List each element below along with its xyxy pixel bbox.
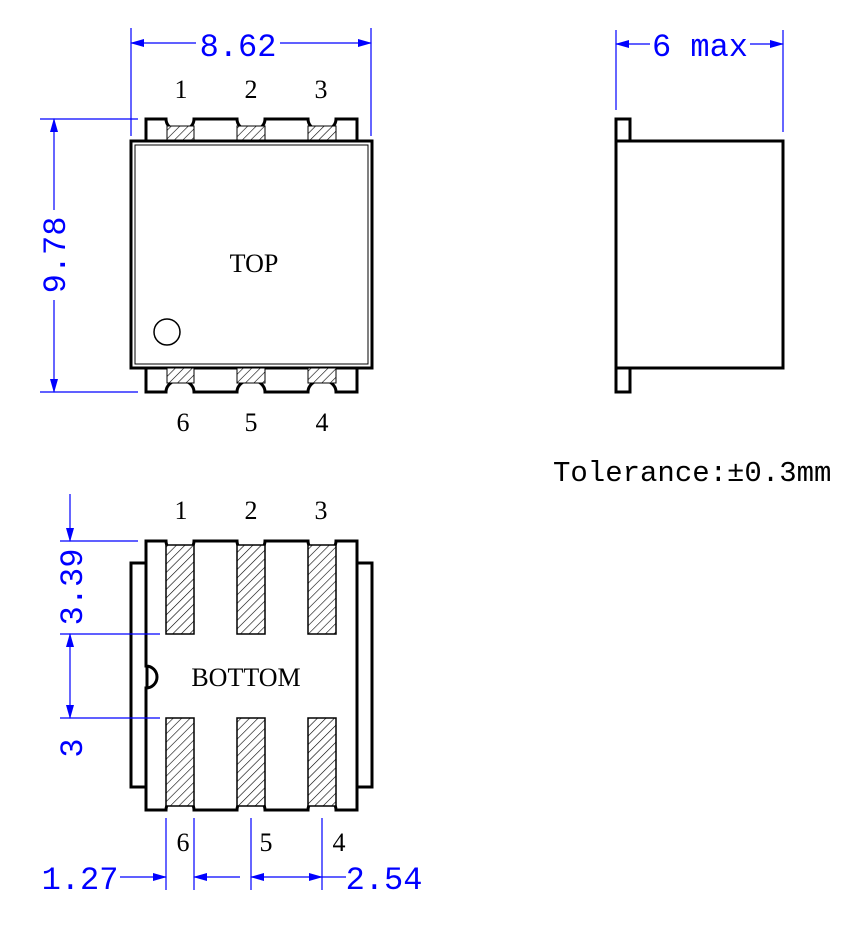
side-view-body: [614, 139, 785, 370]
bottom-lead-4: [307, 367, 337, 384]
bottom-pad-4: [307, 717, 337, 807]
top-pin-label-4: 4: [316, 408, 329, 437]
top-lead-3: [307, 125, 337, 142]
bottom-pin-label-2: 2: [245, 496, 258, 525]
bottom-lead-5: [236, 367, 266, 384]
bottom-view: BOTTOM 1 2 3 6 5 4: [129, 496, 374, 857]
dim-width-top: 8.62: [130, 28, 372, 136]
bottom-pin-label-6: 6: [177, 828, 190, 857]
bottom-pad-3: [307, 544, 337, 635]
top-pin-label-6: 6: [177, 408, 190, 437]
bottom-pin-label-1: 1: [175, 496, 188, 525]
dim-label-height: 9.78: [38, 217, 75, 294]
dim-side-width: 6 max: [615, 29, 784, 132]
dim-pitch: 2.54: [250, 818, 423, 899]
bottom-pad-2: [236, 544, 266, 635]
dim-gap: 3: [55, 633, 160, 758]
pin1-marker-dot: [153, 318, 181, 346]
tolerance-note: Tolerance:±0.3mm: [553, 457, 831, 490]
dim-pad-length: 3.39: [55, 494, 160, 635]
bottom-pad-1: [165, 544, 195, 635]
dim-label-width: 8.62: [200, 29, 277, 66]
top-lead-1: [166, 125, 195, 142]
top-pin-label-1: 1: [175, 75, 188, 104]
bottom-view-side-tab-left: [129, 561, 149, 789]
top-view-leads-bottom: [144, 367, 359, 394]
dim-label-pitch: 2.54: [346, 862, 423, 899]
bottom-lead-6: [166, 367, 195, 384]
dim-label-gap: 3: [55, 738, 92, 757]
side-view: [614, 117, 785, 394]
top-view-body: [129, 139, 374, 370]
bottom-view-label: BOTTOM: [191, 663, 300, 692]
bottom-pin-label-4: 4: [333, 828, 346, 857]
bottom-pin-label-3: 3: [315, 496, 328, 525]
dim-label-pad-length: 3.39: [55, 549, 92, 626]
top-view-leads-top: [144, 117, 359, 142]
dim-label-pad-width: 1.27: [42, 862, 119, 899]
top-pin-label-3: 3: [315, 75, 328, 104]
bottom-view-side-tab-right: [355, 561, 374, 789]
top-pin-label-5: 5: [245, 408, 258, 437]
bottom-pad-5: [236, 717, 266, 807]
top-view-label: TOP: [230, 249, 279, 278]
top-view-body-inner: [134, 144, 369, 365]
top-view: TOP 1 2 3 6 5 4: [129, 75, 374, 437]
dim-pad-width: 1.27: [42, 818, 240, 899]
dim-height-top: 9.78: [38, 118, 138, 393]
dim-label-side-width: 6 max: [652, 29, 748, 66]
top-lead-2: [236, 125, 266, 142]
top-pin-label-2: 2: [245, 75, 258, 104]
bottom-pad-6: [165, 717, 195, 807]
bottom-pin-label-5: 5: [260, 828, 273, 857]
